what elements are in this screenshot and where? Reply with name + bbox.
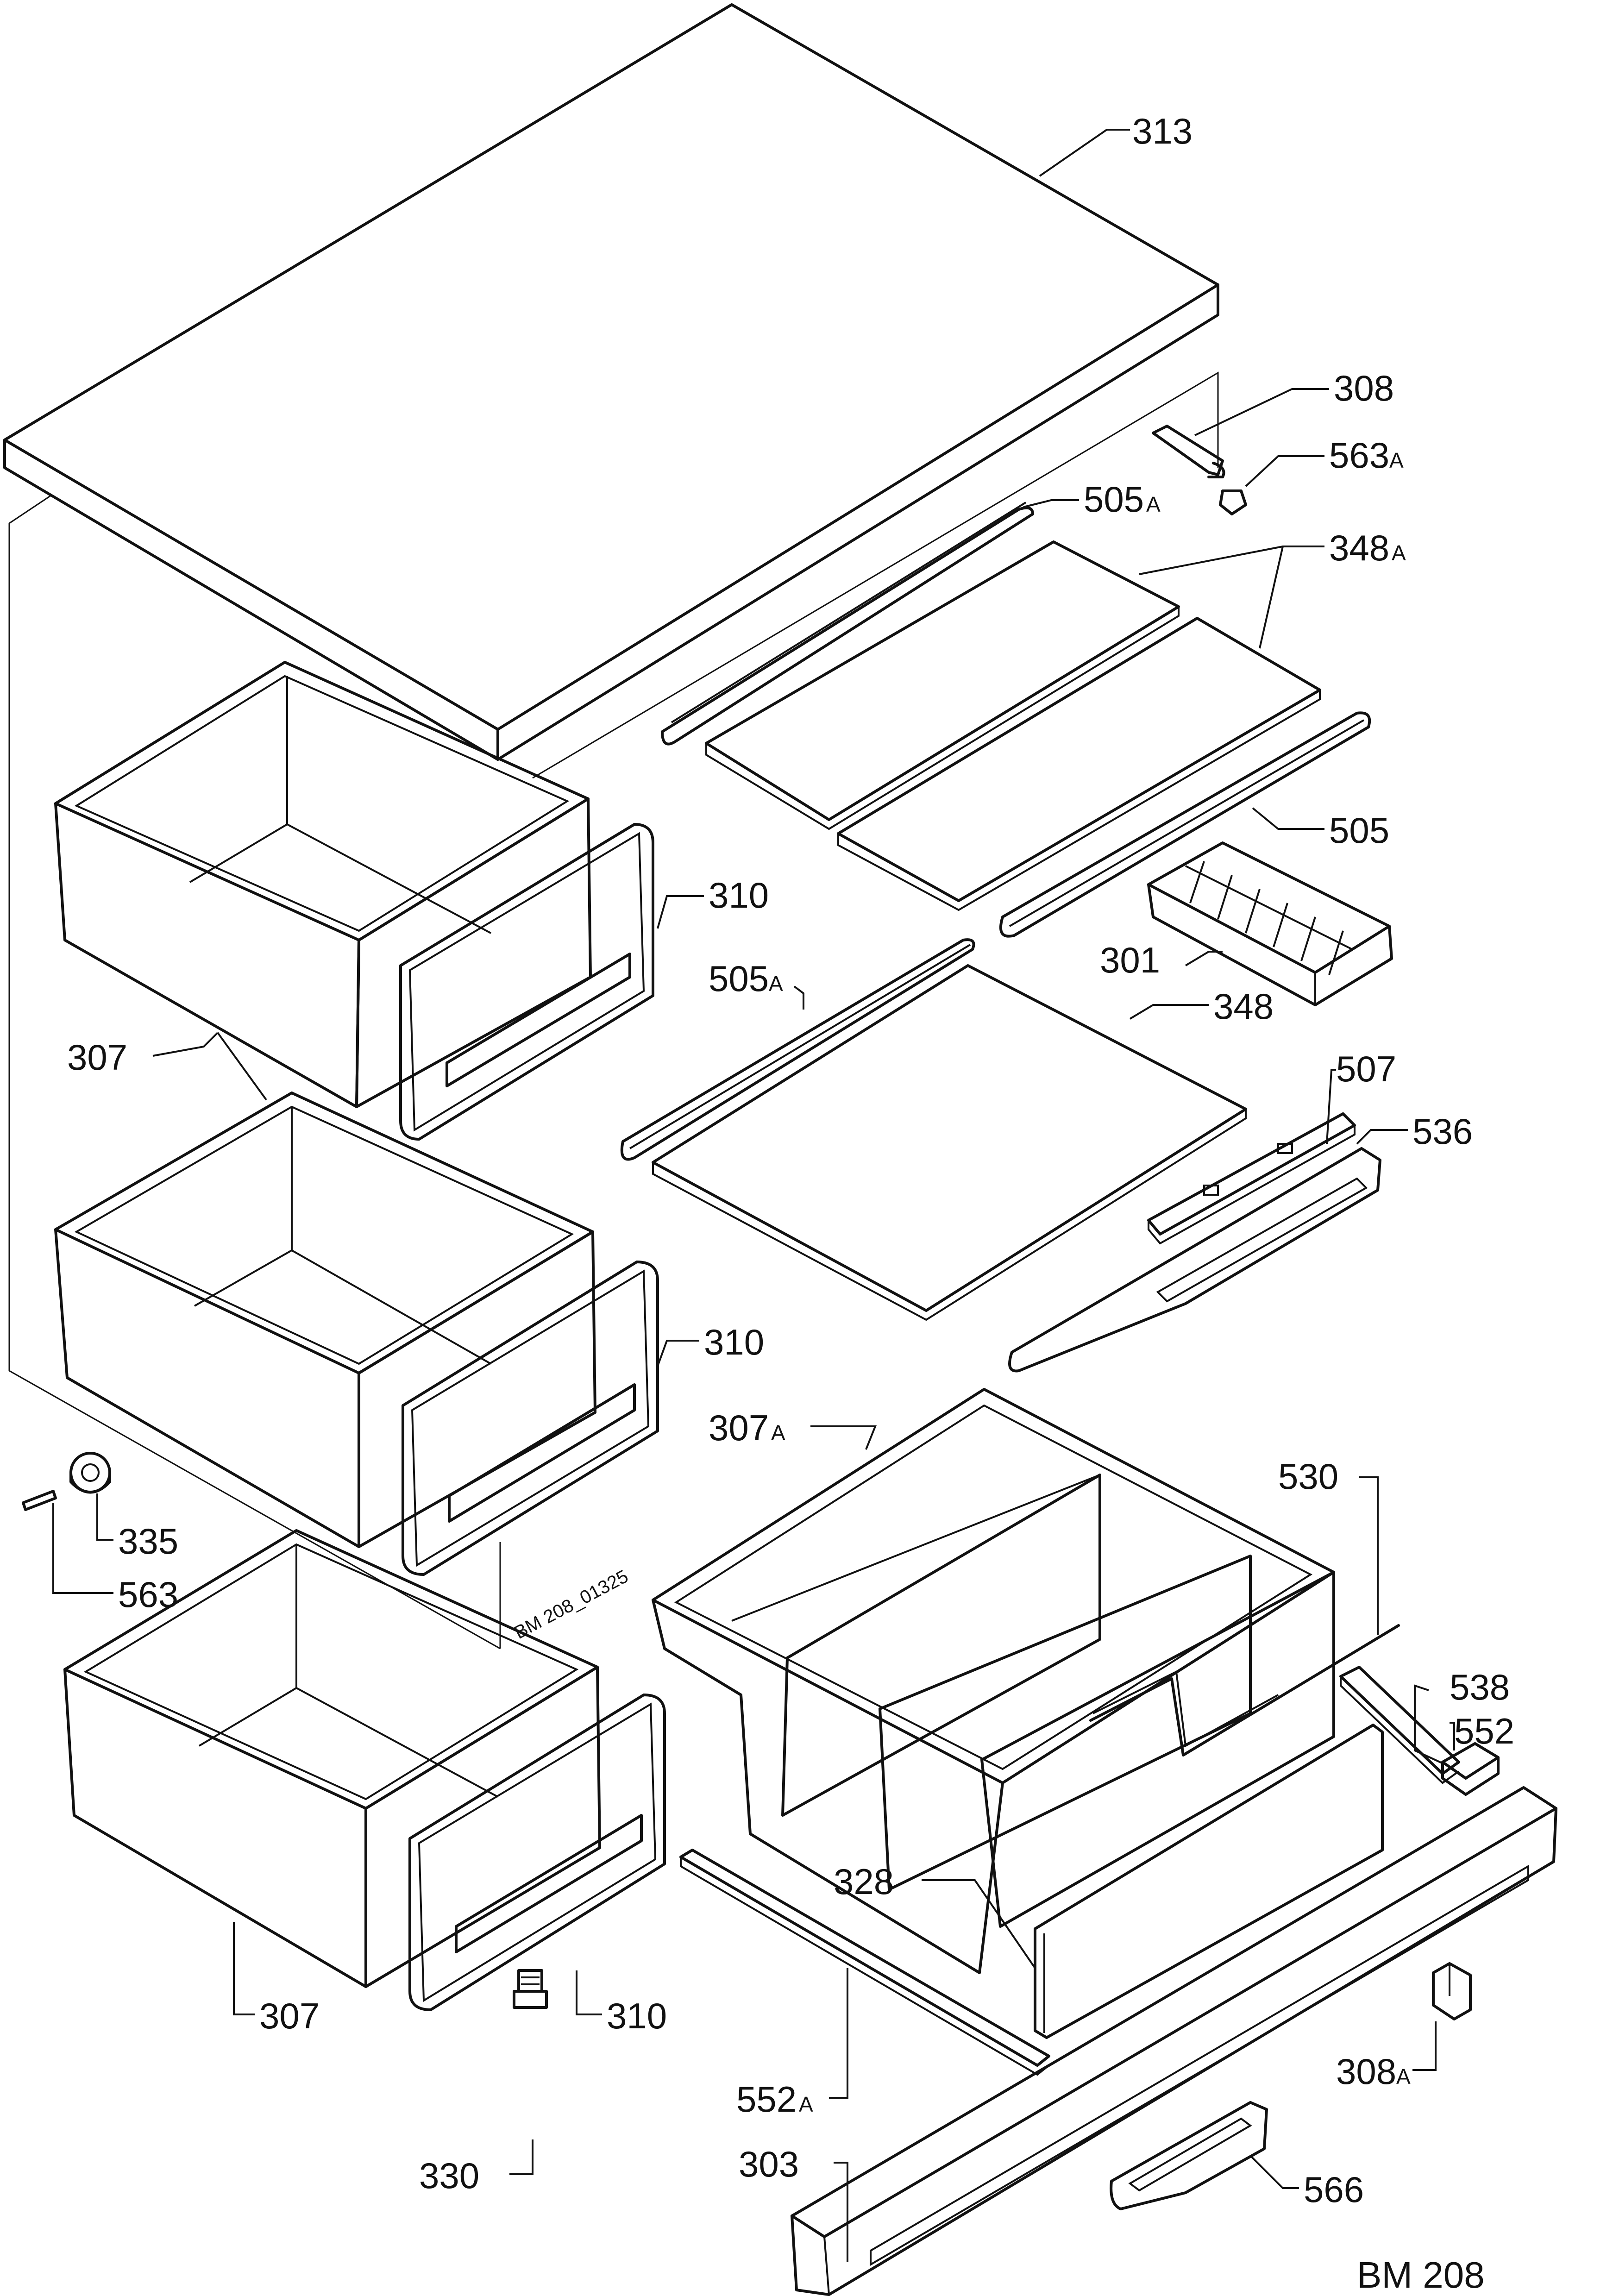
label-313: 313 (1132, 111, 1192, 151)
label-308a: 308 (1336, 2051, 1396, 2092)
part-330-screw (513, 1969, 548, 2009)
label-348a: 348 (1329, 527, 1389, 568)
label-307a-suffix: A (771, 1421, 785, 1445)
label-505a-top: 505 (1084, 479, 1144, 520)
label-348a-suffix: A (1392, 541, 1406, 565)
part-301-ice-tray (1147, 841, 1393, 1006)
label-348: 348 (1213, 986, 1274, 1027)
part-505a-rail-mid (620, 938, 975, 1161)
label-307-top: 307 (67, 1037, 127, 1078)
label-566: 566 (1304, 2169, 1364, 2210)
label-552a-suffix: A (799, 2092, 813, 2116)
part-348-glass-shelf (652, 964, 1247, 1321)
drawing-stamp: BM 208_01325 (511, 1566, 632, 1643)
label-303: 303 (739, 2144, 799, 2184)
leader-lines (52, 129, 1455, 2262)
label-505: 505 (1329, 810, 1389, 851)
part-348a-glass-shelf-a (705, 540, 1180, 830)
part-505a-rail-top (661, 502, 1034, 746)
part-310-drawer-front-mid (402, 1261, 659, 1576)
part-310-drawer-front-bot (408, 1694, 666, 2011)
part-307-drawer-bot (63, 1529, 601, 1988)
label-310-top: 310 (709, 875, 769, 916)
label-330: 330 (419, 2155, 479, 2196)
label-507: 507 (1336, 1048, 1396, 1089)
label-538: 538 (1450, 1667, 1510, 1707)
part-328-crisper-panel (1034, 1724, 1384, 2039)
label-505a-mid-suffix: A (769, 972, 783, 996)
label-308: 308 (1334, 368, 1394, 408)
part-307a-crisper (652, 1388, 1335, 1974)
part-303-kickplate (791, 1786, 1557, 2296)
label-505a-top-suffix: A (1146, 492, 1161, 516)
label-505a-mid: 505 (709, 958, 769, 999)
part-507-strip (1147, 1112, 1356, 1245)
part-552-stop (1441, 1742, 1500, 1796)
label-328: 328 (834, 1861, 894, 1902)
part-505-rail (999, 711, 1371, 938)
part-348a-glass-shelf-b (837, 617, 1321, 911)
part-308a-clip (1432, 1962, 1472, 2020)
label-563a-suffix: A (1389, 448, 1404, 472)
part-563a-screw (1219, 489, 1247, 515)
part-307-drawer-top (54, 661, 592, 1108)
part-536-bracket (1008, 1147, 1381, 1373)
label-563a: 563 (1329, 435, 1389, 476)
label-563: 563 (118, 1574, 178, 1615)
cabinet-outline (8, 371, 1219, 1650)
part-563-pin (22, 1490, 57, 1511)
part-566-handle (1110, 2101, 1268, 2210)
label-301: 301 (1100, 940, 1160, 980)
label-307-bot: 307 (259, 1995, 320, 2036)
label-530: 530 (1278, 1456, 1338, 1497)
document-code: BM 208 (1357, 2254, 1485, 2296)
label-335: 335 (118, 1521, 178, 1562)
part-335-bushing (69, 1452, 111, 1494)
label-310-mid: 310 (704, 1322, 764, 1362)
label-307a: 307 (709, 1407, 769, 1448)
label-552: 552 (1454, 1711, 1514, 1751)
label-552a: 552 (736, 2079, 797, 2120)
part-310-drawer-front-top (399, 823, 654, 1141)
label-536: 536 (1412, 1111, 1473, 1152)
part-313-top-cover (3, 3, 1219, 761)
label-310-bot: 310 (607, 1995, 667, 2036)
part-308-bracket (1152, 425, 1225, 478)
part-307-drawer-mid (54, 1092, 596, 1548)
label-308a-suffix: A (1396, 2064, 1411, 2089)
part-530-divider (1089, 1624, 1400, 1757)
part-labels: 313 308 563 A 505 A 348 A 505 310 301 50… (67, 111, 1514, 2210)
part-538-rail (1339, 1666, 1460, 1784)
